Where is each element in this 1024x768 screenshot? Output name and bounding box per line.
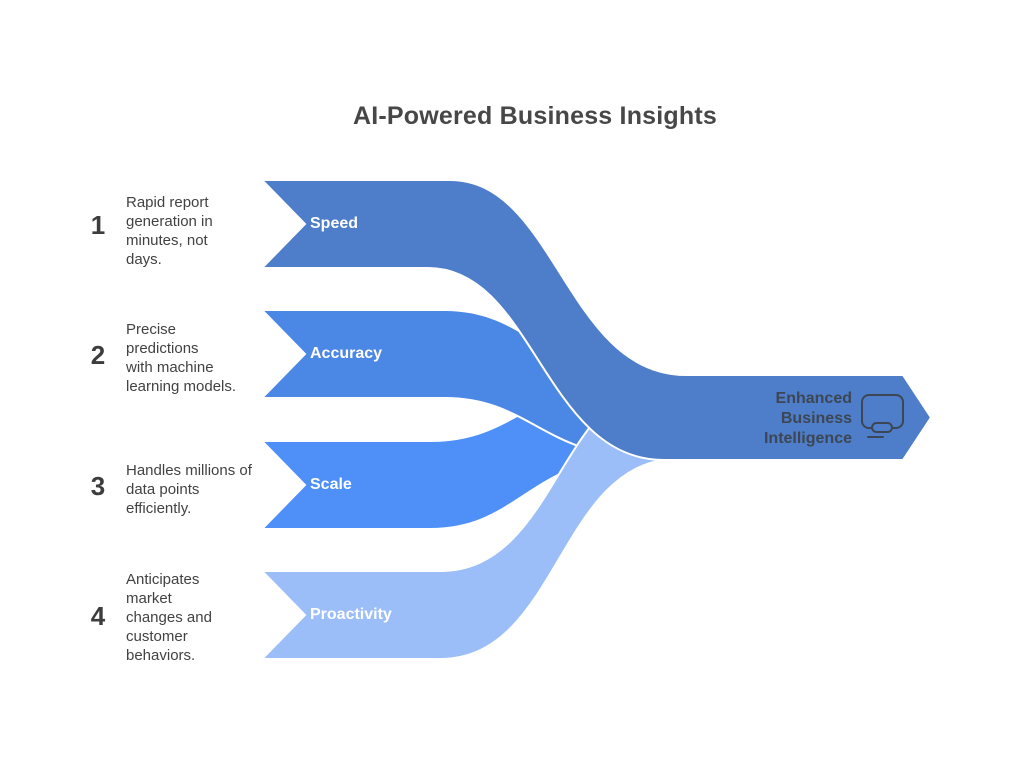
ribbon-label-scale: Scale [310,476,352,493]
step-description-4: Anticipates market changes and customer … [126,571,212,664]
step-number-1: 1 [90,210,106,240]
ribbon-label-accuracy: Accuracy [310,345,383,362]
speed-ribbon-and-result-arrow [259,179,933,461]
result-label: Enhanced Business Intelligence [763,390,852,447]
step-number-3: 3 [90,471,106,501]
step-description-3: Handles millions of data points efficien… [126,462,252,517]
page-title: AI-Powered Business Insights [352,102,717,130]
ribbon-label-proactivity: Proactivity [310,606,392,623]
monitor-icon [861,394,904,438]
step-description-1: Rapid report generation in minutes, not … [126,194,213,268]
step-description-2: Precise predictions with machine learnin… [126,321,237,395]
monitor-stand [871,422,893,433]
step-number-2: 2 [90,340,106,370]
ribbon-label-speed: Speed [310,215,359,232]
step-number-4: 4 [90,601,106,631]
